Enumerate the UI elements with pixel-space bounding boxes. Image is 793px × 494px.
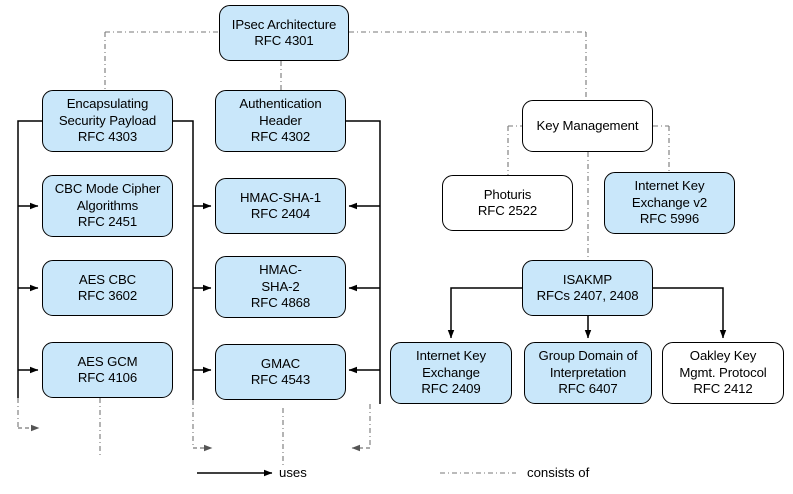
legend-consists-of-label: consists of — [527, 465, 590, 480]
node-ipsec-architecture[interactable]: IPsec Architecture RFC 4301 — [219, 5, 349, 61]
node-aes-cbc[interactable]: AES CBC RFC 3602 — [42, 260, 173, 316]
node-line: Photuris — [483, 186, 532, 202]
node-hmac-sha-1[interactable]: HMAC-SHA-1 RFC 2404 — [215, 178, 346, 234]
node-line: RFC 4301 — [254, 33, 314, 48]
node-aes-gcm[interactable]: AES GCM RFC 4106 — [42, 342, 173, 398]
node-line: Interpretation — [549, 364, 627, 380]
edge-ah-bus-right — [346, 120, 381, 404]
node-line: Internet Key — [634, 178, 705, 194]
node-internet-key-exchange[interactable]: Internet Key Exchange RFC 2409 — [390, 342, 512, 404]
node-photuris[interactable]: Photuris RFC 2522 — [442, 175, 573, 231]
node-line: RFC 6407 — [558, 381, 618, 397]
node-line: SHA-2 — [261, 278, 300, 294]
node-oakley-key-mgmt-protocol[interactable]: Oakley Key Mgmt. Protocol RFC 2412 — [662, 342, 784, 404]
node-cbc-mode-cipher-algorithms[interactable]: CBC Mode Cipher Algorithms RFC 2451 — [42, 175, 173, 237]
node-line: Authentication — [239, 96, 322, 112]
node-line: HMAC- — [259, 262, 302, 278]
node-line: IPsec Architecture — [231, 16, 337, 32]
node-line: RFC 4543 — [250, 372, 311, 387]
node-line: RFC 2522 — [477, 203, 538, 218]
node-key-management[interactable]: Key Management — [522, 100, 653, 152]
node-line: Exchange — [422, 364, 480, 380]
edge-isakmp-to-oakley — [653, 287, 727, 339]
node-line: Exchange v2 — [631, 194, 708, 210]
node-line: Internet Key — [416, 348, 486, 364]
node-line: RFC 3602 — [77, 288, 138, 303]
node-line: GMAC — [260, 355, 301, 371]
edge-esp-bus-mid — [173, 120, 194, 400]
node-line: RFC 4303 — [77, 129, 138, 145]
node-line: RFC 4868 — [250, 295, 311, 311]
node-line: Oakley Key — [689, 348, 757, 364]
consists-of-arrow-edges — [18, 424, 370, 452]
node-line: Security Payload — [58, 112, 157, 128]
node-line: HMAC-SHA-1 — [239, 189, 322, 205]
node-encapsulating-security-payload[interactable]: Encapsulating Security Payload RFC 4303 — [42, 90, 173, 152]
node-line: RFCs 2407, 2408 — [536, 288, 639, 303]
node-line: RFC 2451 — [77, 214, 138, 230]
node-line: AES CBC — [78, 271, 137, 287]
node-line: RFC 2409 — [421, 381, 481, 397]
node-line: RFC 5996 — [639, 211, 700, 227]
node-line: ISAKMP — [562, 271, 613, 287]
node-line: Key Management — [536, 117, 639, 133]
node-gmac[interactable]: GMAC RFC 4543 — [215, 344, 346, 400]
node-line: AES GCM — [77, 353, 138, 369]
edge-isakmp-to-ike — [447, 287, 522, 339]
node-line: Group Domain of — [538, 348, 638, 364]
node-line: CBC Mode Cipher — [54, 181, 161, 197]
node-line: RFC 2412 — [693, 381, 753, 397]
node-internet-key-exchange-v2[interactable]: Internet Key Exchange v2 RFC 5996 — [604, 172, 735, 234]
node-line: RFC 2404 — [250, 206, 311, 221]
node-line: RFC 4106 — [77, 370, 138, 385]
node-hmac-sha-2[interactable]: HMAC- SHA-2 RFC 4868 — [215, 256, 346, 318]
legend-uses-label: uses — [279, 465, 307, 480]
node-line: RFC 4302 — [250, 129, 311, 145]
node-line: Header — [259, 112, 302, 128]
node-isakmp[interactable]: ISAKMP RFCs 2407, 2408 — [522, 260, 653, 316]
node-authentication-header[interactable]: Authentication Header RFC 4302 — [215, 90, 346, 152]
node-group-domain-of-interpretation[interactable]: Group Domain of Interpretation RFC 6407 — [524, 342, 652, 404]
node-line: Encapsulating — [66, 96, 149, 112]
node-line: Algorithms — [76, 197, 139, 213]
node-line: Mgmt. Protocol — [679, 364, 767, 380]
